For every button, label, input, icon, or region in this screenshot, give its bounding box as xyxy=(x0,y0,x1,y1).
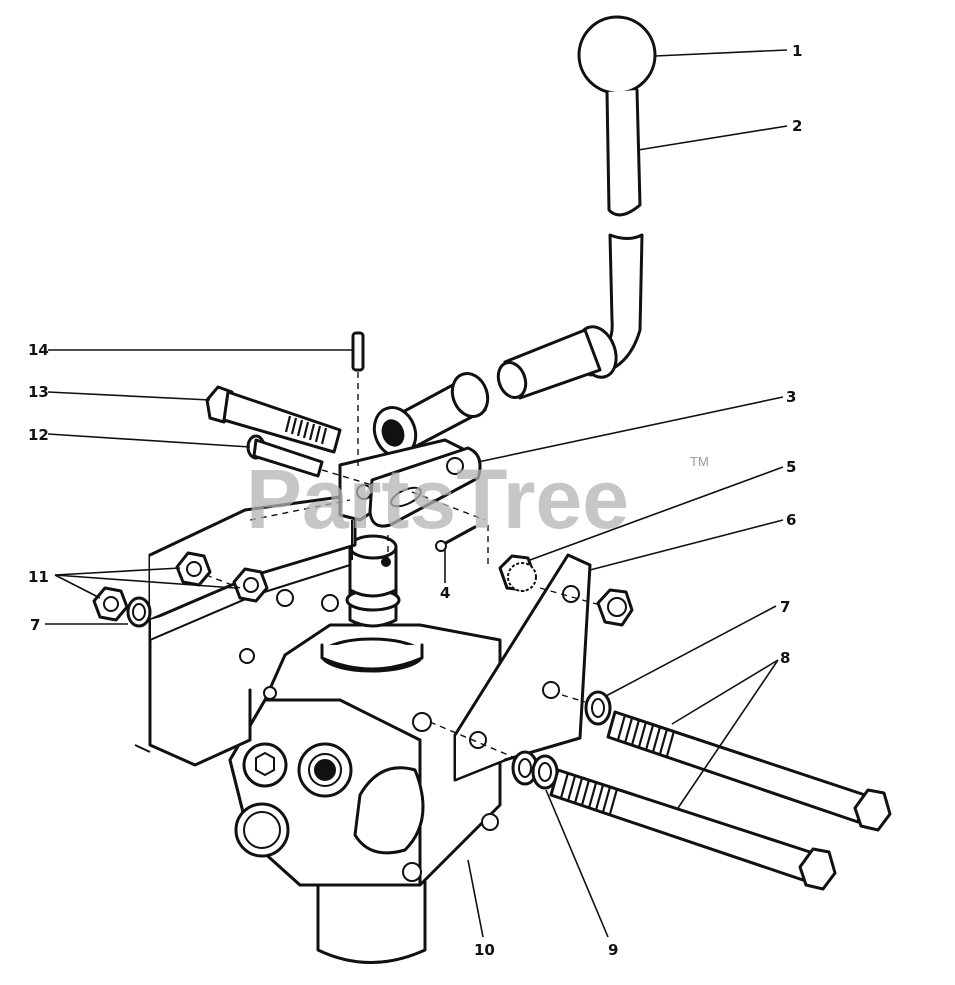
callout-10: 10 xyxy=(474,941,495,959)
handle-and-knob xyxy=(496,15,657,400)
washers-9 xyxy=(511,750,559,790)
callout-11: 11 xyxy=(28,568,49,586)
knob xyxy=(577,15,657,95)
callout-9: 9 xyxy=(608,941,618,959)
frame-bracket xyxy=(134,493,357,767)
roll-pin-14 xyxy=(351,331,365,372)
bolts-8 xyxy=(549,710,892,891)
callout-3: 3 xyxy=(786,388,796,406)
watermark-text: PartsTree xyxy=(246,452,629,546)
bolt-13 xyxy=(205,385,342,454)
callout-labels: 1 2 3 4 5 6 7 7 8 9 10 11 12 13 14 xyxy=(28,42,802,959)
callout-1: 1 xyxy=(792,42,802,60)
callout-13: 13 xyxy=(28,383,49,401)
callout-6: 6 xyxy=(786,511,796,529)
cotter-pin-4 xyxy=(435,525,477,552)
clevis-pin-12 xyxy=(246,434,324,478)
callout-8: 8 xyxy=(780,649,790,667)
lock-nut-5 xyxy=(498,554,537,592)
callout-12: 12 xyxy=(28,426,49,444)
plate-nut xyxy=(596,588,634,627)
watermark-trademark: TM xyxy=(690,454,709,469)
callout-4: 4 xyxy=(440,584,450,602)
callout-7-left: 7 xyxy=(30,616,40,634)
washer-7-right xyxy=(584,690,612,726)
nuts-11 xyxy=(92,551,269,622)
alignment-lines xyxy=(205,372,601,761)
washer-7-left xyxy=(126,596,152,628)
leader-lines xyxy=(45,49,788,938)
callout-2: 2 xyxy=(792,117,802,135)
callout-14: 14 xyxy=(28,341,49,359)
callout-5: 5 xyxy=(786,458,796,476)
link-blocks xyxy=(338,372,490,560)
mounting-plate xyxy=(453,553,592,782)
callout-7-right: 7 xyxy=(780,598,790,616)
